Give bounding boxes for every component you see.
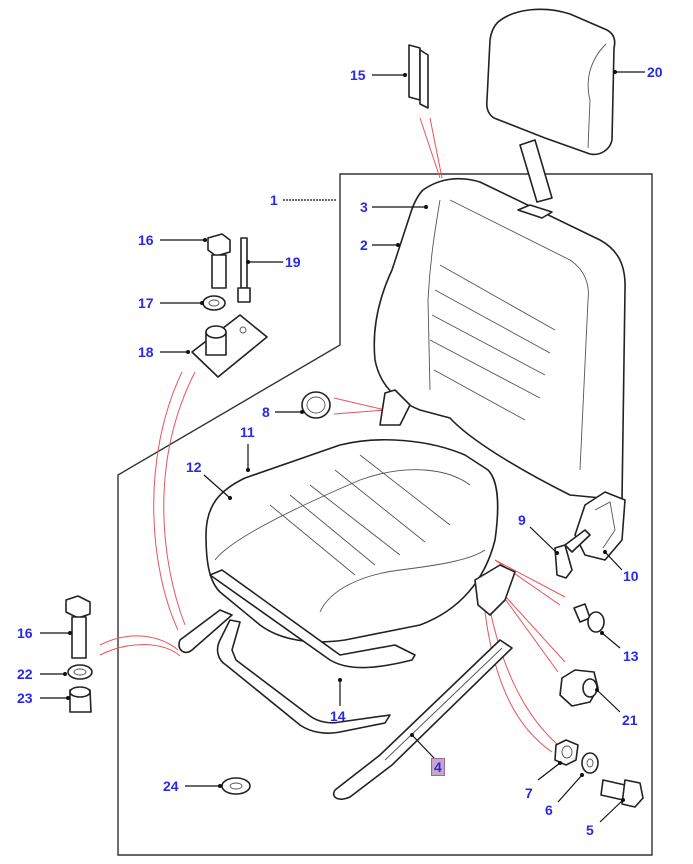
callout-13[interactable]: 13 xyxy=(623,648,639,664)
headrest-guide[interactable] xyxy=(408,44,429,109)
callout-4[interactable]: 4 xyxy=(431,758,445,776)
nut[interactable] xyxy=(554,739,579,766)
cushion-frame[interactable] xyxy=(209,569,416,734)
callout-8[interactable]: 8 xyxy=(262,404,270,420)
callout-5[interactable]: 5 xyxy=(586,822,594,838)
clip-ring[interactable] xyxy=(301,391,331,419)
callout-10[interactable]: 10 xyxy=(623,568,639,584)
hinge-cover[interactable] xyxy=(574,491,626,561)
pivot-bush[interactable] xyxy=(559,669,599,707)
mounting-bolt-lower[interactable] xyxy=(65,595,91,659)
spring-washer[interactable] xyxy=(67,664,93,680)
callout-3[interactable]: 3 xyxy=(360,199,368,215)
seat-cushion[interactable] xyxy=(205,439,499,643)
headrest[interactable] xyxy=(485,8,616,203)
callout-18[interactable]: 18 xyxy=(138,344,154,360)
callout-21[interactable]: 21 xyxy=(622,712,638,728)
plain-washer[interactable] xyxy=(221,777,251,795)
callout-23[interactable]: 23 xyxy=(17,690,33,706)
callout-9[interactable]: 9 xyxy=(518,512,526,528)
mounting-washer[interactable] xyxy=(202,295,226,311)
callout-19[interactable]: 19 xyxy=(285,254,301,270)
callout-14[interactable]: 14 xyxy=(330,708,346,724)
callout-11[interactable]: 11 xyxy=(240,424,255,440)
mounting-plate[interactable] xyxy=(191,314,268,378)
seat-back[interactable] xyxy=(373,177,626,501)
callout-7[interactable]: 7 xyxy=(525,785,533,801)
mounting-bolt-upper[interactable] xyxy=(207,233,231,289)
seat-back-hinge xyxy=(379,389,411,426)
callout-2[interactable]: 2 xyxy=(360,237,368,253)
seat-runner[interactable] xyxy=(178,564,516,800)
recline-lever[interactable] xyxy=(554,529,591,579)
callout-16-upper[interactable]: 16 xyxy=(138,232,154,248)
callout-24[interactable]: 24 xyxy=(163,778,179,794)
stud[interactable] xyxy=(237,237,251,303)
push-clip[interactable] xyxy=(573,603,605,633)
callout-1[interactable]: 1 xyxy=(270,192,278,208)
washer[interactable] xyxy=(581,752,599,774)
bolt[interactable] xyxy=(600,779,644,808)
callout-16-lower[interactable]: 16 xyxy=(17,625,33,641)
assembly-frame-outline xyxy=(117,173,653,856)
spacer[interactable] xyxy=(69,686,92,713)
callout-12[interactable]: 12 xyxy=(186,459,202,475)
callout-20[interactable]: 20 xyxy=(647,64,663,80)
leader-lines xyxy=(40,70,645,823)
callout-17[interactable]: 17 xyxy=(138,295,154,311)
callout-15[interactable]: 15 xyxy=(350,67,366,83)
callout-22[interactable]: 22 xyxy=(17,666,33,682)
callout-6[interactable]: 6 xyxy=(545,802,553,818)
